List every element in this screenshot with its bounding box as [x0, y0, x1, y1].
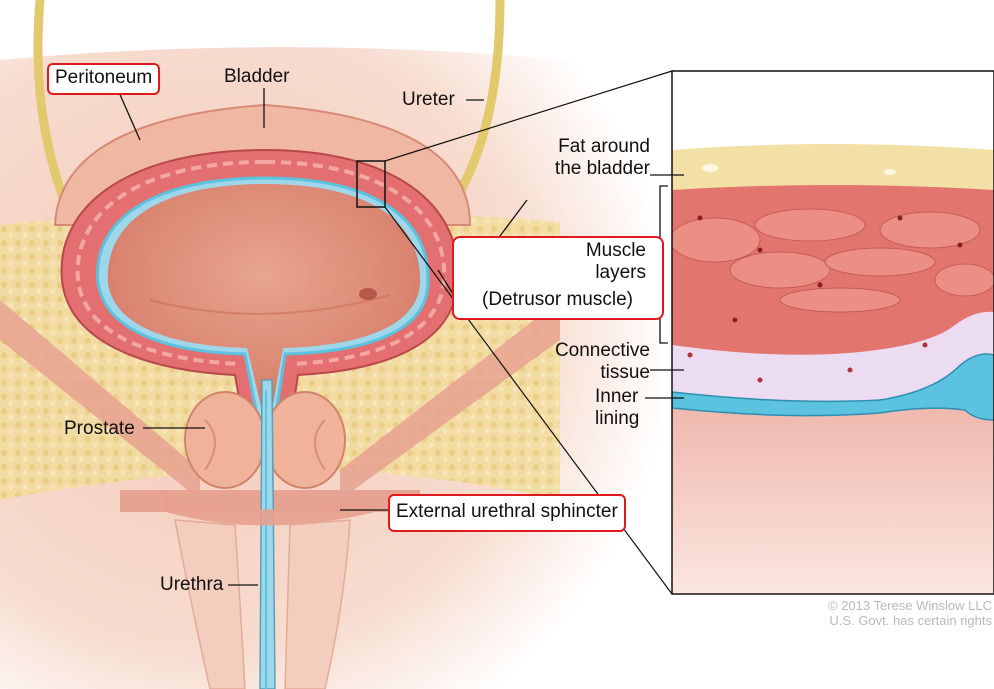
inner-label-line2: lining — [595, 408, 639, 430]
prostate-label: Prostate — [64, 418, 135, 440]
detrusor-muscle-label: (Detrusor muscle) — [482, 289, 633, 311]
connective-label-line2: tissue — [520, 362, 650, 384]
copyright-line2: U.S. Govt. has certain rights — [720, 613, 992, 628]
inner-lining-label: Inner lining — [595, 386, 639, 430]
ureter-label: Ureter — [402, 89, 455, 111]
copyright-notice: © 2013 Terese Winslow LLC U.S. Govt. has… — [720, 598, 992, 628]
muscle-layers-label: Muscle layers — [560, 240, 646, 284]
muscle-label-line1: Muscle — [560, 240, 646, 262]
muscle-label-line2: layers — [560, 262, 646, 284]
bladder-label: Bladder — [224, 66, 290, 88]
peritoneum-label: Peritoneum — [47, 63, 160, 95]
external-urethral-sphincter-label: External urethral sphincter — [388, 494, 626, 532]
zoom-panel — [670, 71, 994, 594]
fat-label-line2: the bladder — [530, 158, 650, 180]
urethra-label: Urethra — [160, 574, 223, 596]
inner-label-line1: Inner — [595, 386, 639, 408]
fat-label-line1: Fat around — [530, 136, 650, 158]
connective-tissue-label: Connective tissue — [520, 340, 650, 384]
connective-label-line1: Connective — [520, 340, 650, 362]
fat-around-bladder-label: Fat around the bladder — [530, 136, 650, 180]
copyright-line1: © 2013 Terese Winslow LLC — [720, 598, 992, 613]
urethra — [260, 380, 275, 689]
ureteral-opening — [359, 288, 377, 300]
